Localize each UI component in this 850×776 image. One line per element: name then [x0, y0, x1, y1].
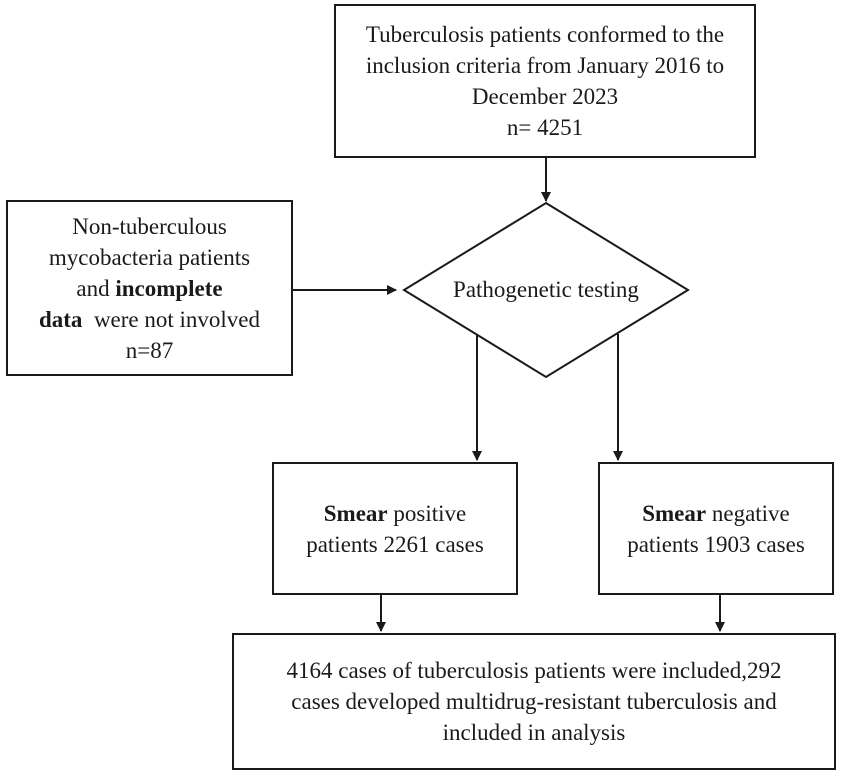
exclusion-data-bold: data [38, 306, 83, 332]
smear-negative-box: Smear negative patients 1903 cases [598, 462, 834, 595]
smear-negative-label: negative [706, 500, 790, 526]
decision-label: Pathogenetic testing [453, 277, 639, 302]
exclusion-line-4: data were not involved [39, 304, 260, 335]
inclusion-line-3: December 2023 [471, 84, 619, 109]
exclusion-line-1: Non-tuberculous [72, 213, 227, 239]
exclusion-line-3-pre: and [76, 275, 116, 301]
exclusion-line-3: and incomplete [76, 273, 222, 304]
exclusion-box: Non-tuberculous mycobacteria patients an… [6, 200, 293, 376]
smear-negative-bold: Smear [642, 500, 707, 526]
result-line-3: included in analysis [442, 720, 626, 745]
inclusion-box: Tuberculosis patients conformed to the i… [334, 4, 756, 158]
inclusion-line-2: inclusion criteria from January 2016 to [365, 53, 725, 78]
smear-negative-count: patients 1903 cases [627, 531, 805, 557]
inclusion-line-1: Tuberculosis patients conformed to the [365, 22, 725, 47]
exclusion-line-4-post: were not involved [82, 306, 261, 332]
smear-positive-line-1: Smear positive [324, 498, 466, 529]
decision-diamond [402, 201, 690, 379]
exclusion-incomplete-bold: incomplete [115, 275, 223, 301]
result-line-2: cases developed multidrug-resistant tube… [291, 689, 777, 714]
exclusion-count: n=87 [125, 337, 174, 363]
result-line-1: 4164 cases of tuberculosis patients were… [286, 658, 782, 683]
inclusion-count: n= 4251 [506, 115, 584, 140]
smear-positive-box: Smear positive patients 2261 cases [272, 462, 518, 595]
smear-positive-bold: Smear [323, 500, 388, 526]
result-box: 4164 cases of tuberculosis patients were… [232, 633, 836, 770]
smear-negative-line-1: Smear negative [642, 498, 790, 529]
smear-positive-count: patients 2261 cases [306, 531, 484, 557]
exclusion-line-2: mycobacteria patients [48, 244, 251, 270]
smear-positive-label: positive [387, 500, 467, 526]
